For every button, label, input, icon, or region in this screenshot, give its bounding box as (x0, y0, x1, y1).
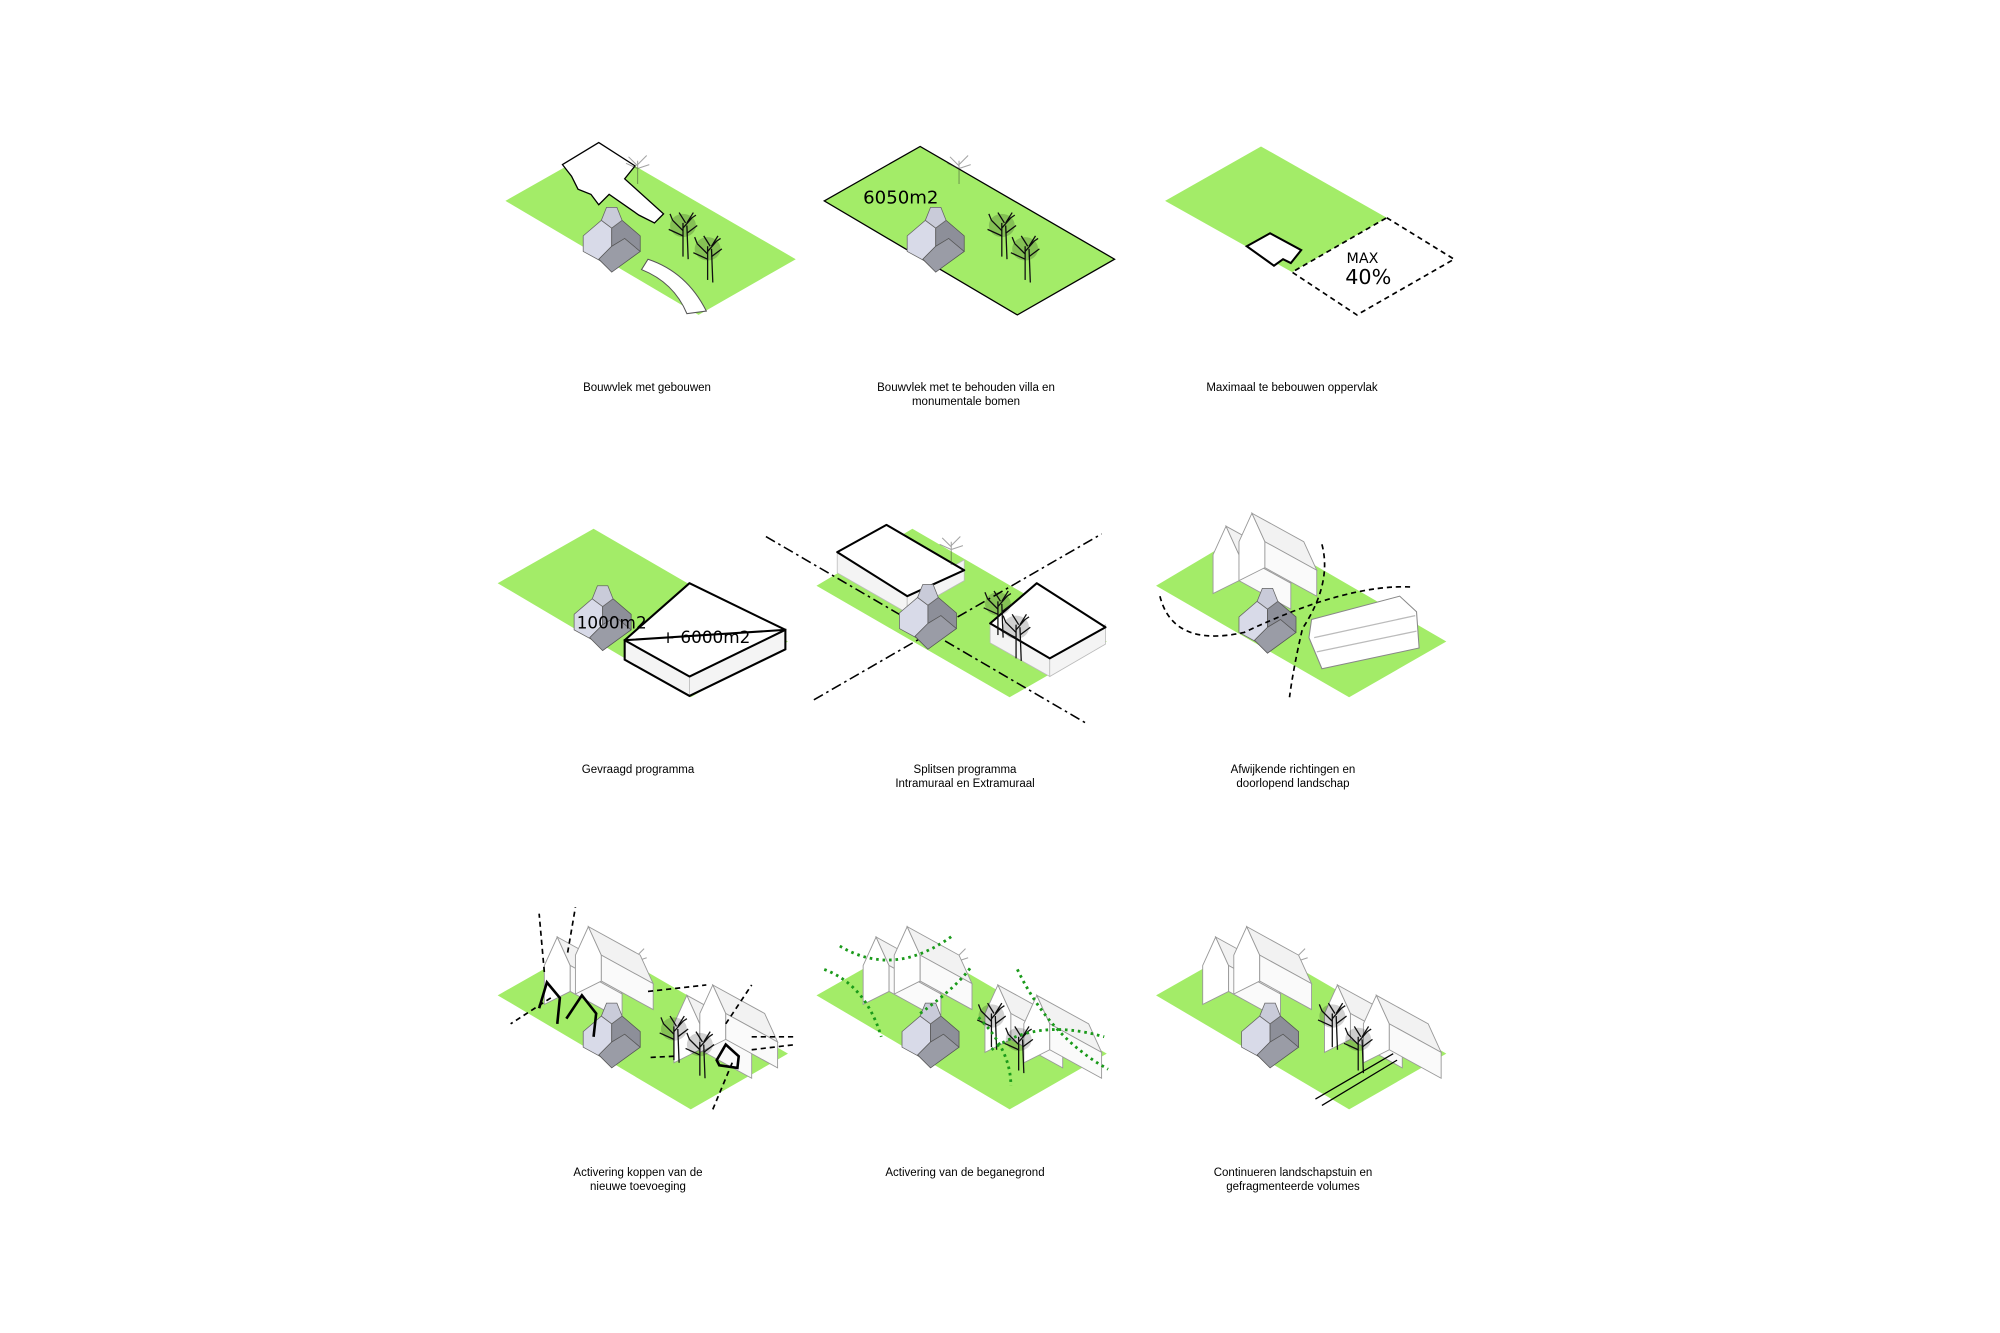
caption-line: Maximaal te bebouwen oppervlak (1206, 382, 1378, 394)
panel-6 (1156, 512, 1447, 698)
access-path (1315, 1053, 1398, 1107)
caption-panel-6: Afwijkende richtingen en doorlopend lands… (1143, 763, 1443, 791)
activated-head (537, 979, 741, 1070)
caption-line: Afwijkende richtingen en (1230, 764, 1356, 776)
plot (1165, 146, 1387, 273)
elongated-volume (1308, 595, 1420, 670)
intramural-volume (836, 523, 966, 598)
caption-line: Intramuraal en Extramuraal (895, 778, 1035, 790)
panel-3: MAX 40% (1165, 146, 1456, 316)
caption-line: Bouwvlek met gebouwen (583, 382, 711, 394)
caption-line: Continueren landschapstuin en (1213, 1167, 1373, 1179)
new-program-volume (623, 582, 787, 678)
landscape-flow (1288, 544, 1326, 698)
caption-panel-3: Maximaal te bebouwen oppervlak (1142, 381, 1442, 395)
existing-area-label: 1000m2 (577, 613, 647, 633)
caption-panel-1: Bouwvlek met gebouwen (497, 381, 797, 395)
caption-line: Bouwvlek met te behouden villa en (877, 382, 1055, 394)
caption-line: Gevraagd programma (581, 764, 695, 776)
caption-panel-8: Activering van de beganegrond (815, 1166, 1115, 1180)
max-label: MAX (1347, 251, 1379, 267)
caption-line: Splitsen programma (913, 764, 1017, 776)
max-build-area (1290, 216, 1456, 316)
added-area-label: + 6000m2 (661, 627, 750, 647)
caption-panel-9: Continueren landschapstuin en gefragmente… (1143, 1166, 1443, 1194)
panel-1 (505, 141, 796, 315)
caption-panel-2: Bouwvlek met te behouden villa en monumen… (816, 381, 1116, 409)
panel-7 (497, 907, 796, 1110)
caption-line: Activering van de beganegrond (885, 1167, 1045, 1179)
caption-line: doorlopend landschap (1236, 778, 1350, 790)
panel-2: 6050m2 (822, 145, 1116, 316)
plot (505, 146, 796, 315)
caption-panel-7: Activering koppen van de nieuwe toevoegin… (488, 1166, 788, 1194)
caption-line: gefragmenteerde volumes (1226, 1181, 1360, 1193)
caption-line: Activering koppen van de (573, 1167, 703, 1179)
extramural-volume (989, 582, 1107, 660)
panel-4: 1000m2 + 6000m2 (497, 528, 788, 698)
caption-line: monumentale bomen (911, 396, 1021, 408)
panel-8 (816, 926, 1109, 1110)
panel-9 (1156, 926, 1447, 1110)
existing-building (561, 141, 665, 224)
driveway (640, 258, 708, 315)
axis-line (813, 533, 1102, 701)
caption-panel-4: Gevraagd programma (488, 763, 788, 777)
max-value: 40% (1345, 265, 1391, 289)
panel-5 (765, 523, 1107, 724)
ground-floor-activation (823, 934, 1109, 1087)
landscape-flow (1159, 585, 1413, 637)
plot (822, 145, 1116, 316)
caption-line: nieuwe toevoeging (590, 1181, 686, 1193)
area-label: 6050m2 (863, 187, 938, 208)
villa-footprint (1244, 232, 1303, 267)
